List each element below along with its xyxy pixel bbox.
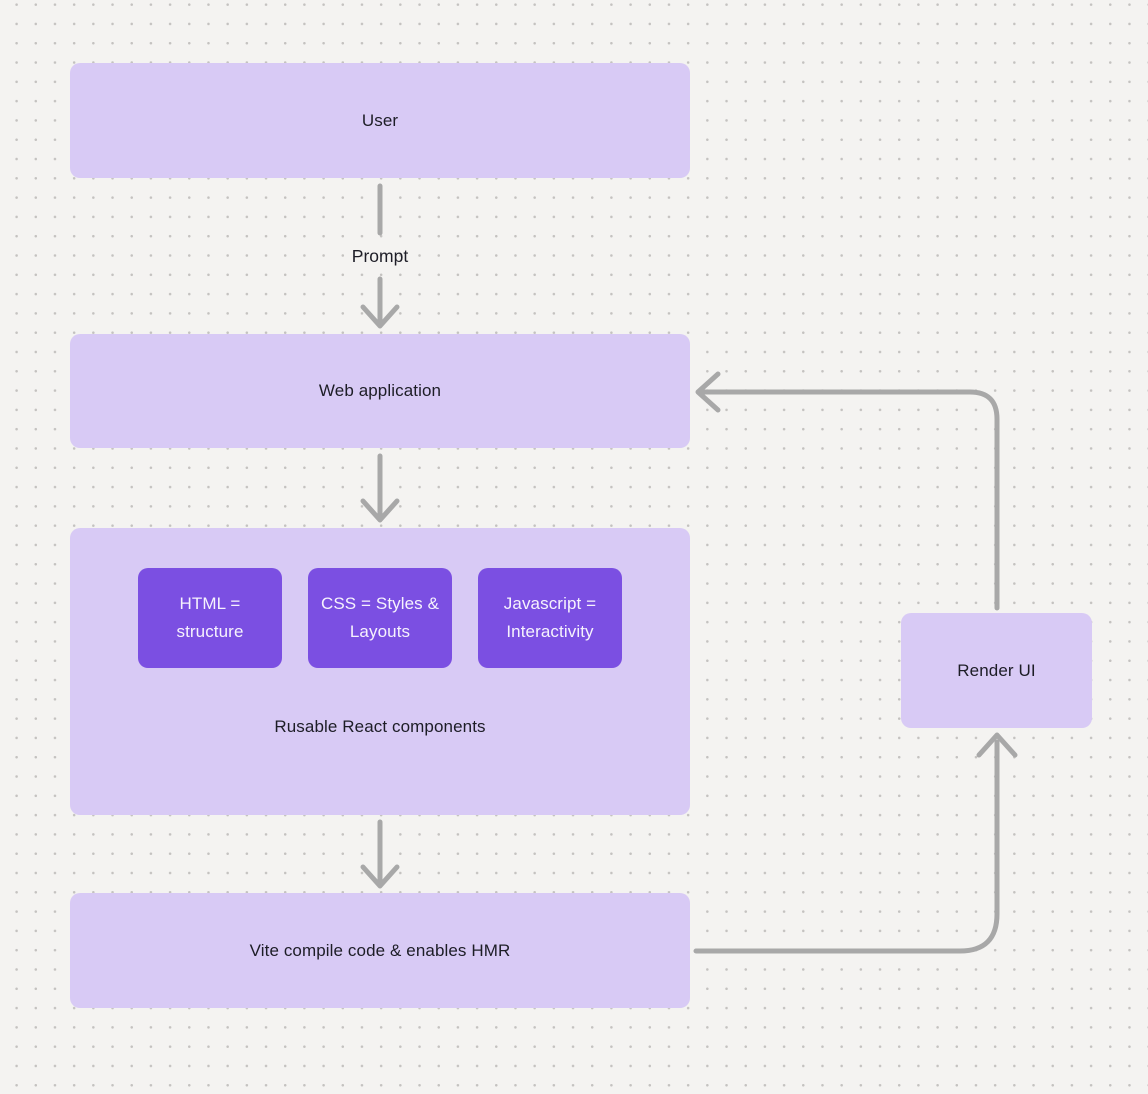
node-web-application: Web application <box>70 334 690 448</box>
arrow-head-up-icon <box>976 732 1018 758</box>
chip-javascript: Javascript = Interactivity <box>478 568 622 668</box>
chip-javascript-label: Javascript = Interactivity <box>503 594 597 641</box>
arrow-head-left-icon <box>695 371 721 413</box>
arrow-render-ui-to-web-application <box>695 371 1000 611</box>
chip-html: HTML = structure <box>138 568 282 668</box>
node-web-application-label: Web application <box>318 381 442 400</box>
edge-label-prompt: Prompt <box>351 246 409 266</box>
node-render-ui: Render UI <box>901 613 1092 728</box>
arrow-web-application-to-components <box>360 453 400 523</box>
arrow-vite-to-render-ui <box>693 732 1018 954</box>
chip-css: CSS = Styles & Layouts <box>308 568 452 668</box>
components-caption: Rusable React components <box>274 717 486 736</box>
arrow-head-down-icon <box>360 498 400 523</box>
chip-css-label: CSS = Styles & Layouts <box>320 594 440 641</box>
node-render-ui-label: Render UI <box>957 660 1036 680</box>
node-user-label: User <box>361 110 399 130</box>
arrow-shaft <box>700 389 1000 611</box>
node-vite-label: Vite compile code & enables HMR <box>249 940 511 960</box>
arrow-head-down-icon <box>360 304 400 329</box>
arrow-head-down-icon <box>360 864 400 889</box>
chip-html-label: HTML = structure <box>176 594 244 641</box>
node-user: User <box>70 63 690 178</box>
arrow-prompt-to-web-application <box>360 276 400 329</box>
node-vite: Vite compile code & enables HMR <box>70 893 690 1008</box>
arrow-shaft <box>693 739 1000 954</box>
node-components-group: HTML = structure CSS = Styles & Layouts … <box>70 528 690 815</box>
components-chip-row: HTML = structure CSS = Styles & Layouts … <box>138 568 622 668</box>
arrow-components-to-vite <box>360 819 400 889</box>
